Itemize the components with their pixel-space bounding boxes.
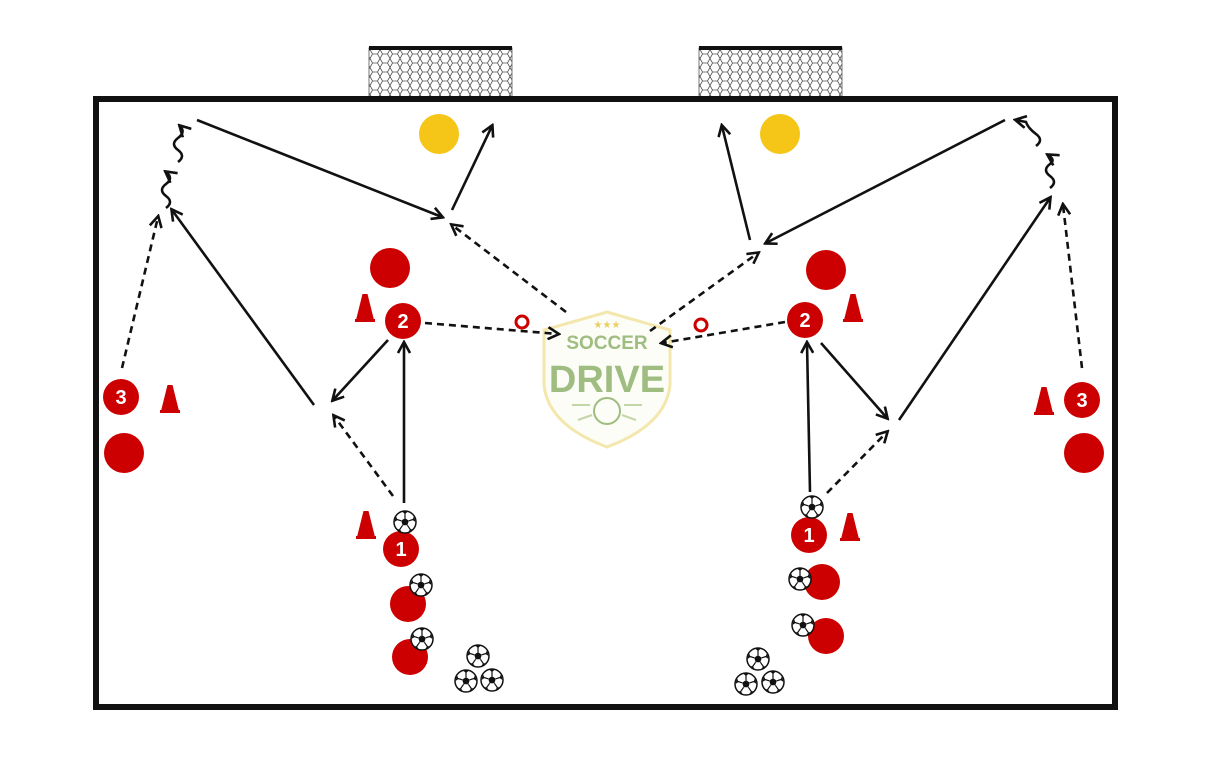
pass-l1-to-l2diag bbox=[334, 416, 395, 497]
goalkeeper-right bbox=[760, 114, 800, 154]
pass-l2-to-center bbox=[424, 321, 558, 334]
ball-left-pile-1 bbox=[466, 644, 490, 668]
goalkeeper-left bbox=[419, 114, 459, 154]
cone-right-mid bbox=[843, 294, 863, 322]
pass-r3-up bbox=[1063, 205, 1084, 369]
dribble-r-lower bbox=[1044, 155, 1054, 190]
ball-left-pile-2 bbox=[454, 669, 478, 693]
pass-r1-to-r-diag bbox=[826, 432, 887, 494]
run-l2-to-l-diag bbox=[333, 339, 389, 400]
watermark-drive: DRIVE bbox=[549, 359, 665, 401]
soccer-drive-watermark: ★★★ SOCCER DRIVE bbox=[542, 310, 672, 449]
ball-right-3 bbox=[791, 613, 815, 637]
watermark-soccer: SOCCER bbox=[566, 333, 648, 354]
ball-left-1 bbox=[393, 510, 417, 534]
ball-left-2 bbox=[409, 573, 433, 597]
dribble-l-upper bbox=[172, 126, 183, 164]
player-right-wide bbox=[1064, 433, 1104, 473]
player-left-upper bbox=[370, 248, 410, 288]
player-right-queue-1 bbox=[804, 564, 840, 600]
run-l-shot bbox=[450, 126, 492, 211]
cone-left-mid bbox=[355, 294, 375, 322]
player-right-3-label: 3 bbox=[1076, 390, 1087, 412]
run-r-top-across bbox=[766, 118, 1006, 243]
player-left-wide bbox=[104, 433, 144, 473]
ball-right-2 bbox=[788, 567, 812, 591]
watermark-ball-icon bbox=[593, 397, 621, 425]
cone-left-start bbox=[356, 511, 376, 539]
run-r-diag-up bbox=[897, 198, 1050, 421]
field-boundary bbox=[93, 96, 1118, 710]
watermark-stars: ★★★ bbox=[594, 320, 621, 331]
cone-right-start bbox=[840, 513, 860, 541]
pass-center-to-r-run bbox=[649, 253, 758, 333]
run-r2-to-r-diag bbox=[820, 342, 887, 418]
player-right-1: 1 bbox=[791, 517, 827, 553]
pass-center-to-l-run bbox=[452, 225, 567, 314]
goal-right bbox=[698, 46, 843, 98]
disc-marker-right bbox=[693, 317, 709, 333]
run-r-shot bbox=[722, 126, 752, 241]
player-right-1-label: 1 bbox=[803, 525, 814, 547]
player-left-1-label: 1 bbox=[395, 539, 406, 561]
run-l-top-across bbox=[196, 118, 442, 217]
pass-r2-to-center bbox=[662, 320, 786, 343]
player-left-2-label: 2 bbox=[397, 311, 408, 333]
cone-left-wide bbox=[160, 385, 180, 413]
pass-l3-up bbox=[120, 217, 158, 369]
dribble-l-lower bbox=[160, 172, 170, 210]
goal-left bbox=[368, 46, 513, 98]
player-right-2-label: 2 bbox=[799, 310, 810, 332]
player-right-upper bbox=[806, 250, 846, 290]
player-right-3: 3 bbox=[1064, 382, 1100, 418]
player-right-2: 2 bbox=[787, 302, 823, 338]
run-r1-up bbox=[807, 343, 810, 493]
player-left-1: 1 bbox=[383, 531, 419, 567]
player-right-queue-2 bbox=[808, 618, 844, 654]
ball-right-pile-3 bbox=[761, 670, 785, 694]
ball-right-pile-2 bbox=[734, 672, 758, 696]
run-l-diag-up bbox=[172, 210, 316, 406]
ball-left-3 bbox=[410, 627, 434, 651]
ball-right-pile-1 bbox=[746, 647, 770, 671]
ball-left-pile-3 bbox=[480, 668, 504, 692]
ball-right-1 bbox=[800, 495, 824, 519]
player-left-3-label: 3 bbox=[115, 387, 126, 409]
player-left-3: 3 bbox=[103, 379, 139, 415]
cone-right-wide bbox=[1034, 387, 1054, 415]
player-left-2: 2 bbox=[385, 303, 421, 339]
dribble-r-upper bbox=[1016, 120, 1042, 148]
disc-marker-left bbox=[514, 314, 530, 330]
